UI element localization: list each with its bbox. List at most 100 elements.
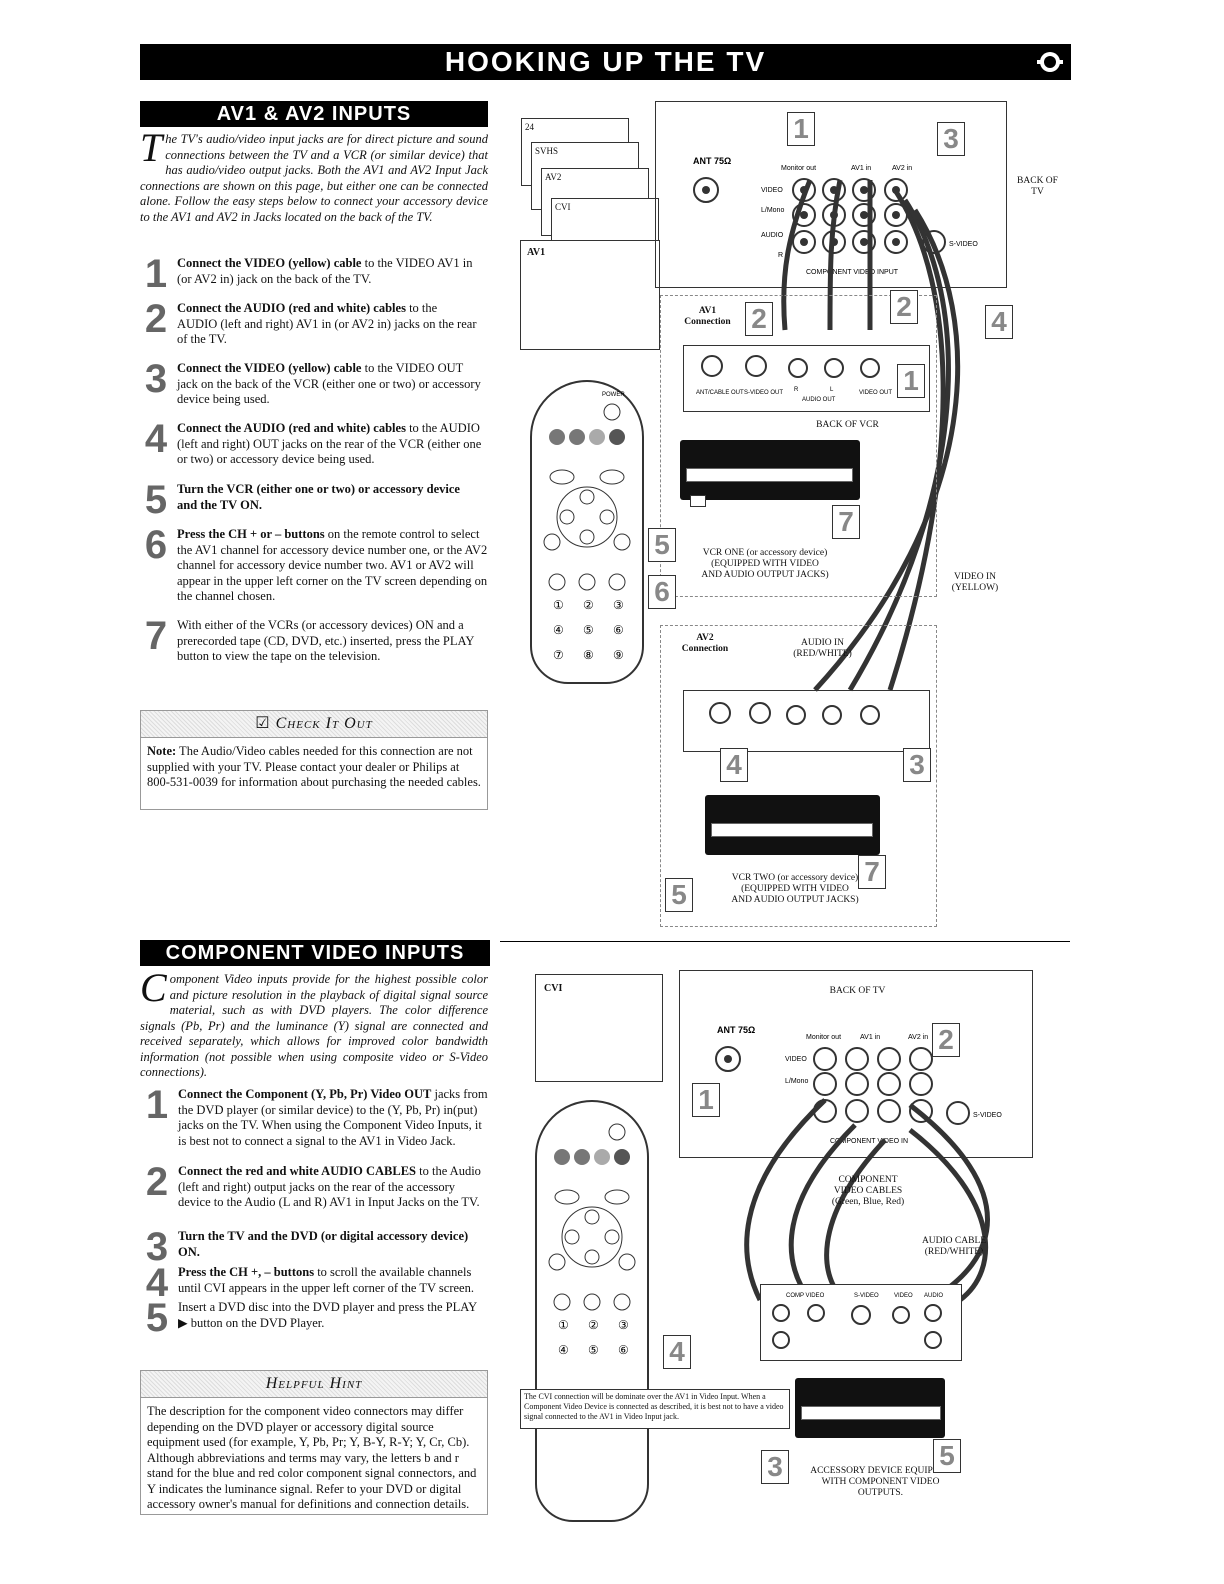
hint-title: Helpful Hint: [265, 1375, 363, 1392]
svg-text:AV1 in: AV1 in: [860, 1034, 880, 1041]
checkbox-icon: ☑: [255, 715, 271, 732]
av2-in-label: AV2 in: [892, 165, 912, 172]
tv-screen-av1: AV1: [520, 240, 660, 350]
cvi-step-2: 2 Connect the red and white AUDIO CABLES…: [146, 1162, 483, 1211]
step-text: to scroll the available channels until C…: [178, 1265, 474, 1295]
callout-6-remote: 6: [648, 575, 676, 609]
callout-7-vcr2: 7: [858, 855, 886, 889]
svideo-label: S-VIDEO: [949, 241, 978, 248]
remote-key-7: ⑦: [553, 648, 564, 662]
remote-key-2: ②: [583, 598, 594, 612]
callout-4-right: 4: [985, 305, 1013, 339]
step-text: to the VIDEO OUT jack on the back of the…: [177, 361, 481, 406]
av-cables: [781, 179, 961, 692]
svg-text:AV2 in: AV2 in: [908, 1034, 928, 1041]
svg-text:AUDIO: AUDIO: [924, 1293, 943, 1299]
av1-connection-label: AV1 Connection: [684, 306, 731, 327]
step-number: 3: [145, 1225, 169, 1269]
vcr-one-slot: [690, 495, 706, 507]
callout-3-vcr2: 3: [903, 748, 931, 782]
cvi-section-heading: Component Video Inputs: [140, 940, 490, 966]
monitor-out-label: Monitor out: [781, 165, 816, 172]
av2-connection-label: AV2 Connection: [681, 633, 729, 654]
callout-5-cvi: 5: [933, 1439, 961, 1473]
helpful-hint-box: The description for the component video …: [140, 1397, 488, 1515]
vcr-one-front: [686, 468, 853, 482]
step-bold: Connect the AUDIO (red and white) cables: [177, 301, 406, 315]
step-text: to the VIDEO AV1 in (or AV2 in) jack on …: [177, 256, 473, 286]
step-bold: Turn the VCR (either one or two) or acce…: [177, 482, 460, 512]
step-text: to the Audio (left and right) output jac…: [178, 1164, 481, 1209]
step-number: 6: [144, 523, 168, 567]
step-number: 5: [145, 1296, 169, 1340]
callout-7-vcr1: 7: [832, 505, 860, 539]
vcr1-jacks: ANT/CABLE OUT S-VIDEO OUT R L AUDIO OUT …: [696, 355, 892, 403]
component-cables-label: COMPONENT VIDEO CABLES (Green, Blue, Red…: [831, 1175, 905, 1207]
cvi-step-1: 1 Connect the Component (Y, Pb, Pr) Vide…: [146, 1085, 490, 1149]
vcr-back-panel-2: [683, 690, 930, 752]
cvi-back-of-tv-label: BACK OF TV: [829, 986, 886, 996]
step-number: 7: [144, 614, 168, 658]
cvi-heading-text: Component Video Inputs: [165, 942, 465, 964]
svg-text:⑤: ⑤: [588, 1343, 599, 1357]
svg-text:VIDEO: VIDEO: [894, 1293, 913, 1299]
av-step-6: 6 Press the CH + or – buttons on the rem…: [145, 525, 489, 605]
svg-text:③: ③: [618, 1318, 629, 1332]
av-section-heading: AV1 & AV2 Inputs: [140, 101, 488, 127]
step-number: 2: [144, 297, 168, 341]
vcr-two-front: [711, 823, 873, 837]
av-step-2: 2 Connect the AUDIO (red and white) cabl…: [145, 299, 477, 348]
step-number: 5: [144, 478, 168, 522]
svg-text:①: ①: [558, 1318, 569, 1332]
remote-key-3: ③: [613, 598, 624, 612]
av-intro-text: he TV's audio/video input jacks are for …: [140, 132, 488, 224]
step-bold: Turn the TV and the DVD (or digital acce…: [178, 1229, 469, 1259]
tv-screen-cvi: CVI: [551, 198, 659, 246]
back-of-tv-label: BACK OF TV: [1017, 176, 1058, 197]
vcr-audio-out-label: AUDIO OUT: [802, 397, 836, 403]
step-bold: Press the CH +, – buttons: [178, 1265, 315, 1279]
av-intro-dropcap: T: [140, 125, 163, 170]
screen-label: AV1: [527, 247, 546, 258]
av-step-5: 5 Turn the VCR (either one or two) or ac…: [145, 480, 482, 520]
step-text: jacks from the DVD player (or similar de…: [178, 1087, 488, 1148]
svg-text:S-VIDEO: S-VIDEO: [973, 1112, 1002, 1119]
check-it-out-box: Note: The Audio/Video cables needed for …: [140, 737, 488, 810]
step-bold: Press the CH + or – buttons: [177, 527, 325, 541]
screen-label: SVHS: [535, 146, 559, 156]
step-bold: Connect the VIDEO (yellow) cable: [177, 256, 362, 270]
svg-text:L/Mono: L/Mono: [785, 1078, 808, 1085]
remote-key-9: ⑨: [613, 648, 624, 662]
callout-5-vcr2: 5: [665, 878, 693, 912]
accessory-front: [801, 1406, 941, 1420]
check-title: Check It Out: [275, 715, 373, 732]
step-number: 4: [144, 417, 168, 461]
vcr-two-label: VCR TWO (or accessory device) (EQUIPPED …: [731, 873, 859, 905]
callout-2-cvi: 2: [932, 1023, 960, 1057]
vcr2-jacks: [709, 702, 880, 725]
remote-note-text: The CVI connection will be dominate over…: [524, 1392, 784, 1421]
av1-in-label: AV1 in: [851, 165, 871, 172]
step-number: 1: [144, 252, 168, 296]
svg-text:VIDEO: VIDEO: [785, 1056, 807, 1063]
ant-label: ANT 75Ω: [693, 156, 731, 166]
cvi-intro-text: omponent Video inputs provide for the hi…: [140, 972, 488, 1079]
av-step-4: 4 Connect the AUDIO (red and white) cabl…: [145, 419, 482, 468]
callout-1-vcr: 1: [897, 364, 925, 398]
remote-power-text: POWER: [602, 392, 625, 398]
av-heading-text: AV1 & AV2 Inputs: [216, 103, 412, 125]
av1-connection-box: [660, 295, 937, 597]
svg-text:⑥: ⑥: [618, 1343, 629, 1357]
component-label: COMPONENT VIDEO INPUT: [806, 269, 899, 276]
tv-screen-stack: 24 SVHS AV2 CVI AV1: [515, 118, 665, 368]
step-number: 1: [145, 1083, 169, 1127]
page-title: Hooking up the TV: [444, 46, 767, 77]
audio-cable-label: AUDIO CABLE (RED/WHITE): [921, 1236, 987, 1257]
remote-key-8: ⑧: [583, 648, 594, 662]
accessory-label: ACCESSORY DEVICE EQUIPPED WITH COMPONENT…: [810, 1466, 951, 1498]
svg-text:Monitor out: Monitor out: [806, 1034, 841, 1041]
